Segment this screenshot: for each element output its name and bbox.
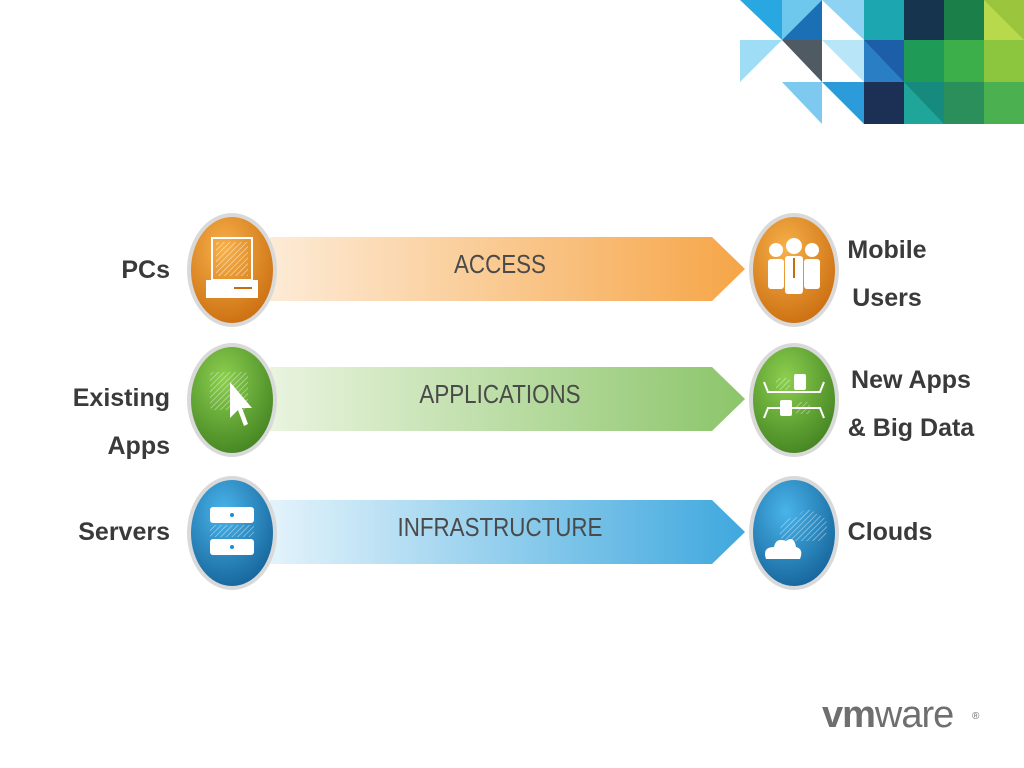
registered-mark: ®	[972, 711, 980, 722]
applications-label: APPLICATIONS	[419, 379, 581, 409]
servers-label: Servers	[78, 518, 170, 546]
app-cursor-icon	[187, 343, 277, 457]
pcs-label: PCs	[121, 256, 170, 284]
pc-icon	[187, 213, 277, 327]
users-icon	[749, 213, 839, 327]
cloud-icon	[749, 476, 839, 590]
applications-arrow	[270, 367, 745, 431]
clouds-label: Clouds	[847, 518, 933, 546]
vmware-logo: vmware	[822, 694, 954, 736]
infrastructure-arrow	[270, 500, 745, 564]
existing-apps-label: Existing Apps	[72, 384, 170, 460]
mobile-users-label: Mobile Users	[847, 236, 927, 312]
decorative-triangle-mosaic	[740, 0, 1024, 124]
new-apps-icon	[749, 343, 839, 457]
new-apps-label: New Apps & Big Data	[847, 366, 975, 442]
infrastructure-label: INFRASTRUCTURE	[397, 512, 603, 542]
access-label: ACCESS	[454, 249, 546, 279]
access-arrow	[270, 237, 745, 301]
server-icon	[187, 476, 277, 590]
